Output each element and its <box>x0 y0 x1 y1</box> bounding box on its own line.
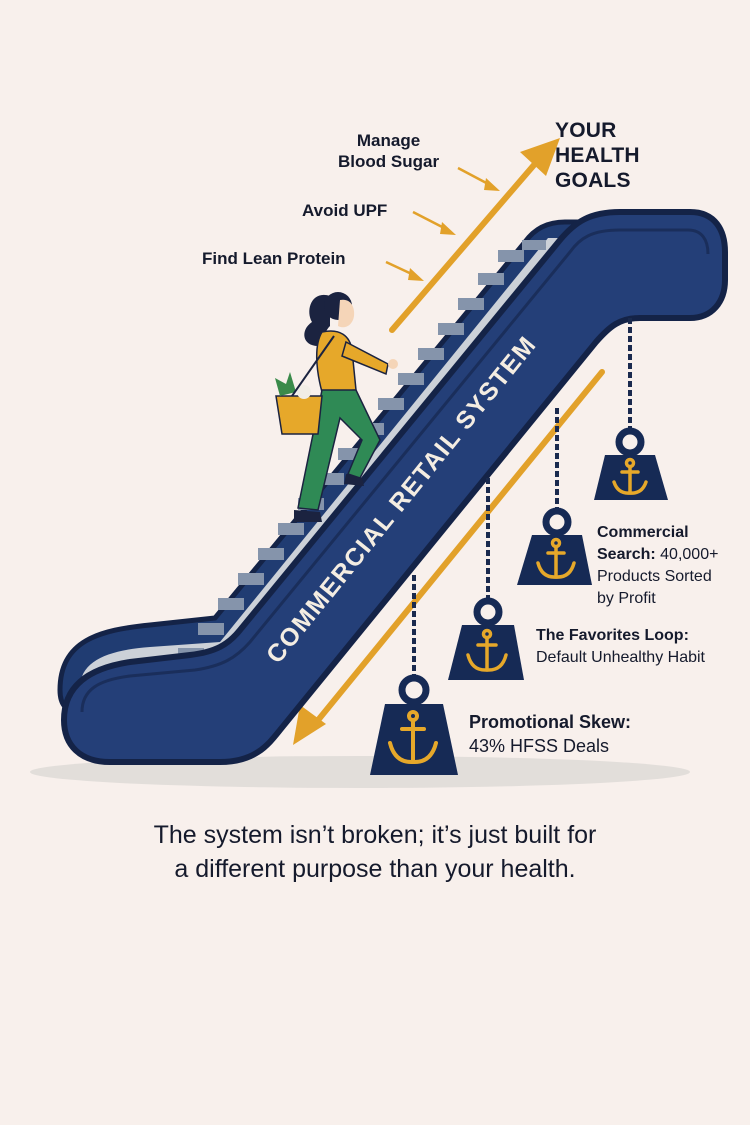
weight-desc: 43% HFSS Deals <box>469 736 610 756</box>
anchor-icon <box>536 537 576 579</box>
weight-label-commercial-search: Commercial Search: 40,000+ Products Sort… <box>597 522 718 610</box>
weight-title: The Favorites Loop: <box>536 627 689 644</box>
chains <box>412 318 632 680</box>
escalator-body <box>60 209 728 765</box>
weight-icon <box>448 597 524 680</box>
weight-title: Promotional Skew: <box>469 712 632 732</box>
health-goals-title: YOUR HEALTH GOALS <box>555 118 640 193</box>
goal-label-find-lean-protein: Find Lean Protein <box>202 248 346 269</box>
goal-line: Blood Sugar <box>338 152 440 171</box>
footer-caption: The system isn’t broken; it’s just built… <box>0 818 750 886</box>
goal-line: Find Lean Protein <box>202 249 346 268</box>
caption-line-1: The system isn’t broken; it’s just built… <box>153 821 597 849</box>
goal-line: Manage <box>356 131 421 150</box>
weight-desc: Products Sorted <box>597 568 712 585</box>
weight-icon <box>370 674 458 775</box>
weight-title: Search: <box>597 546 656 563</box>
title-line: GOALS <box>555 169 631 192</box>
goal-label-manage-blood-sugar: Manage Blood Sugar <box>338 130 439 172</box>
anchor-icon <box>466 628 508 672</box>
weight-title: Commercial <box>597 524 689 541</box>
weight-desc: 40,000+ <box>655 546 719 563</box>
weight-desc: by Profit <box>597 590 656 607</box>
weight-icon <box>517 507 592 585</box>
down-arrow-icon <box>293 369 605 745</box>
anchor-icon <box>612 457 648 495</box>
shopper-figure <box>275 292 398 522</box>
title-line: HEALTH <box>555 144 640 167</box>
weight-label-promotional-skew: Promotional Skew: 43% HFSS Deals <box>469 710 631 758</box>
goal-pointer-arrows <box>385 166 500 281</box>
up-arrow-icon <box>389 138 560 333</box>
weight-desc: Default Unhealthy Habit <box>536 649 705 666</box>
caption-line-2: a different purpose than your health. <box>174 855 576 883</box>
goal-label-avoid-upf: Avoid UPF <box>302 200 387 221</box>
anchor-icon <box>388 710 438 765</box>
goal-line: Avoid UPF <box>302 201 388 220</box>
weight-label-favorites-loop: The Favorites Loop: Default Unhealthy Ha… <box>536 625 705 669</box>
title-line: YOUR <box>555 119 617 142</box>
weight-icon <box>594 427 668 500</box>
